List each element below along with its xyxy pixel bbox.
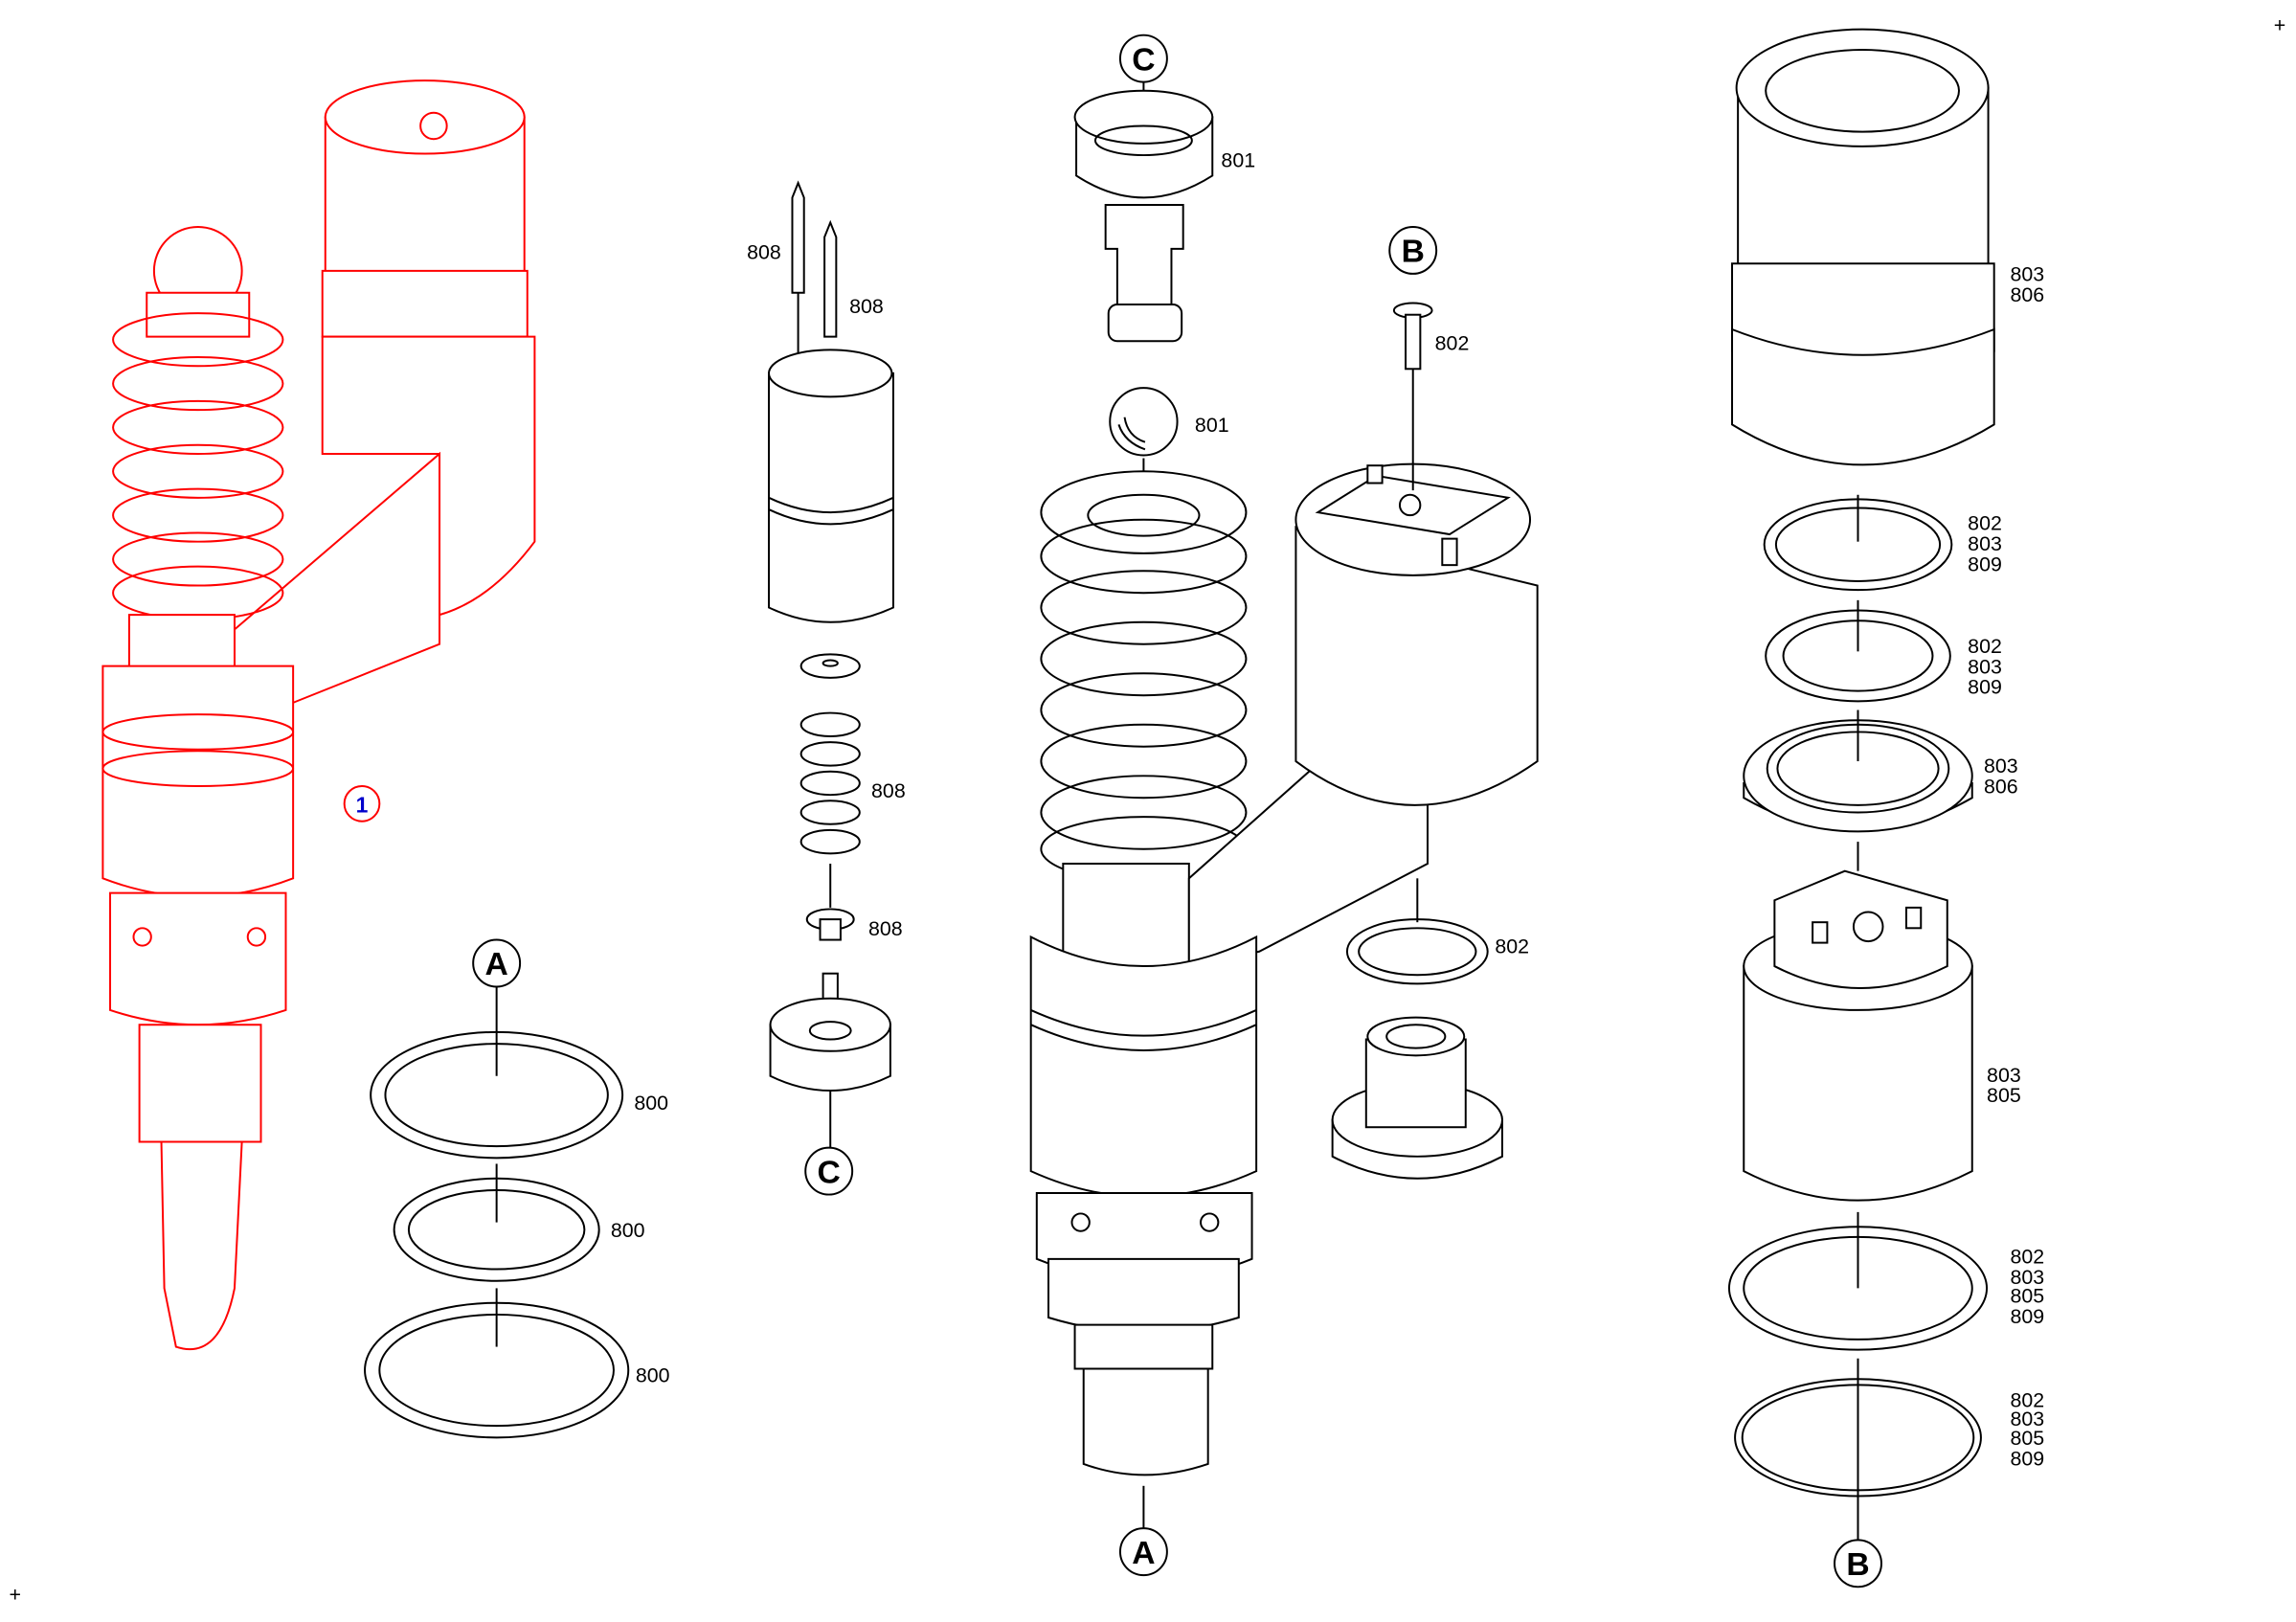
pin-808-1[interactable]: 808: [747, 180, 805, 359]
callout-a-top: A: [472, 938, 522, 1076]
valve-seat[interactable]: [769, 972, 891, 1150]
callout-b-top: B: [1388, 225, 1438, 275]
callout-a-bottom: A: [1118, 1527, 1168, 1577]
spring-808[interactable]: 808: [799, 711, 906, 855]
svg-text:800: 800: [611, 1219, 645, 1242]
cap-801[interactable]: 801: [1073, 89, 1256, 343]
spring-coils-red: [112, 312, 284, 620]
svg-text:803: 803: [2011, 1266, 2045, 1289]
o-ring-802[interactable]: 802: [1345, 878, 1529, 985]
svg-text:C: C: [818, 1155, 841, 1190]
svg-text:808: 808: [868, 917, 903, 940]
svg-text:802: 802: [2011, 1388, 2045, 1411]
svg-text:800: 800: [634, 1092, 668, 1115]
shim[interactable]: [799, 653, 861, 679]
svg-text:B: B: [1846, 1547, 1869, 1583]
spring-coils: [1040, 470, 1248, 883]
svg-text:B: B: [1402, 235, 1425, 270]
corner-mark-bottom-left: +: [10, 1584, 22, 1607]
valve-sleeve[interactable]: [768, 349, 894, 623]
svg-text:808: 808: [747, 241, 781, 264]
ball-801[interactable]: 801: [1109, 387, 1229, 457]
svg-text:808: 808: [871, 779, 906, 802]
svg-text:C: C: [1132, 42, 1155, 78]
svg-text:802: 802: [1435, 331, 1470, 354]
screw-802[interactable]: 802: [1392, 302, 1470, 491]
injector-body[interactable]: [1029, 458, 1539, 1530]
svg-text:809: 809: [2011, 1305, 2045, 1328]
washer-803-806[interactable]: 803 806: [1743, 710, 2018, 833]
svg-text:805: 805: [2011, 1427, 2045, 1450]
svg-text:809: 809: [1968, 676, 2002, 699]
o-ring-800-3[interactable]: 800: [364, 1288, 670, 1439]
svg-text:803: 803: [2011, 263, 2045, 286]
svg-text:A: A: [484, 947, 507, 982]
injector-assembly-highlighted[interactable]: [101, 79, 536, 1351]
svg-text:803: 803: [1987, 1064, 2021, 1087]
o-ring-800-2[interactable]: 800: [393, 1163, 645, 1282]
o-ring-802-803-809-1[interactable]: 802 803 809: [1763, 494, 2002, 592]
item-number: 1: [356, 793, 369, 818]
item-callout-1[interactable]: 1: [343, 785, 381, 822]
svg-text:802: 802: [1968, 511, 2002, 534]
svg-text:803: 803: [1984, 755, 2018, 777]
svg-text:A: A: [1132, 1536, 1155, 1571]
svg-text:802: 802: [2011, 1245, 2045, 1268]
o-ring-802-803-805-809-2[interactable]: 802 803 805 809: [1734, 1358, 2045, 1541]
callout-b-bottom: B: [1834, 1539, 1882, 1588]
solenoid-803-805[interactable]: 803 805: [1743, 842, 2021, 1202]
svg-text:803: 803: [2011, 1408, 2045, 1431]
pin-808-2[interactable]: 808: [823, 219, 884, 338]
o-ring-800-1[interactable]: 800: [370, 1030, 668, 1160]
svg-text:801: 801: [1195, 414, 1229, 437]
svg-text:808: 808: [849, 295, 884, 318]
svg-text:805: 805: [2011, 1285, 2045, 1308]
svg-text:806: 806: [1984, 776, 2018, 799]
svg-text:805: 805: [1987, 1084, 2021, 1107]
o-ring-802-803-805-809-1[interactable]: 802 803 805 809: [1727, 1211, 2045, 1351]
svg-text:801: 801: [1221, 148, 1255, 171]
svg-text:802: 802: [1968, 635, 2002, 658]
corner-mark-top-right: +: [2274, 14, 2286, 37]
svg-text:803: 803: [1968, 532, 2002, 555]
svg-text:802: 802: [1495, 935, 1529, 957]
svg-text:800: 800: [636, 1363, 670, 1386]
plug[interactable]: [1331, 1016, 1503, 1180]
svg-text:809: 809: [2011, 1447, 2045, 1470]
valve-808[interactable]: 808: [805, 864, 903, 941]
callout-c-bottom: C: [804, 1146, 854, 1196]
callout-c-top: C: [1118, 34, 1168, 146]
svg-text:809: 809: [1968, 552, 2002, 575]
nut-803-806[interactable]: 803 806: [1731, 28, 2045, 466]
o-ring-802-803-809-2[interactable]: 802 803 809: [1765, 599, 2002, 703]
svg-text:806: 806: [2011, 283, 2045, 306]
svg-text:803: 803: [1968, 655, 2002, 678]
